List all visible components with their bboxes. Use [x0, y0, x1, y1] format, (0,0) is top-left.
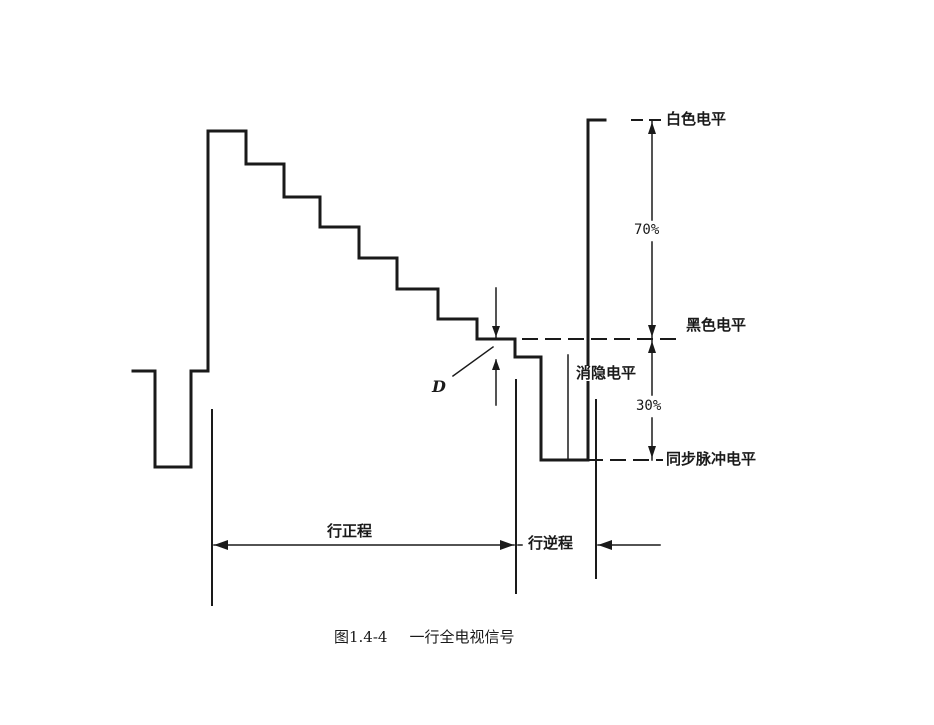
caption-number: 图1.4-4 — [334, 628, 388, 646]
sync-level-label: 同步脉冲电平 — [666, 450, 757, 468]
arrow-30-up — [648, 341, 656, 353]
percent-30-label: 30% — [634, 398, 664, 414]
blanking-level-label: 消隐电平 — [574, 364, 639, 382]
black-level-label: 黑色电平 — [686, 316, 747, 334]
percent-70-label: 70% — [632, 222, 662, 238]
d-pointer — [451, 345, 495, 378]
arrow-70-down — [648, 325, 656, 337]
white-level-label: 白色电平 — [666, 110, 727, 128]
retrace-label: 行逆程 — [526, 534, 576, 552]
arrow-70-up — [648, 122, 656, 134]
forward-scan-label: 行正程 — [325, 522, 375, 540]
arrow-30-down — [648, 446, 656, 458]
arrow-d-down — [492, 326, 500, 337]
figure-caption: 图1.4-4 一行全电视信号 — [334, 626, 514, 647]
caption-title: 一行全电视信号 — [409, 628, 515, 646]
point-d-label: D — [432, 377, 446, 396]
arrow-forward-right — [500, 540, 514, 550]
arrow-retrace-right — [598, 540, 612, 550]
arrow-forward-left — [214, 540, 228, 550]
signal-waveform — [131, 118, 607, 469]
arrow-d-up — [492, 359, 500, 370]
